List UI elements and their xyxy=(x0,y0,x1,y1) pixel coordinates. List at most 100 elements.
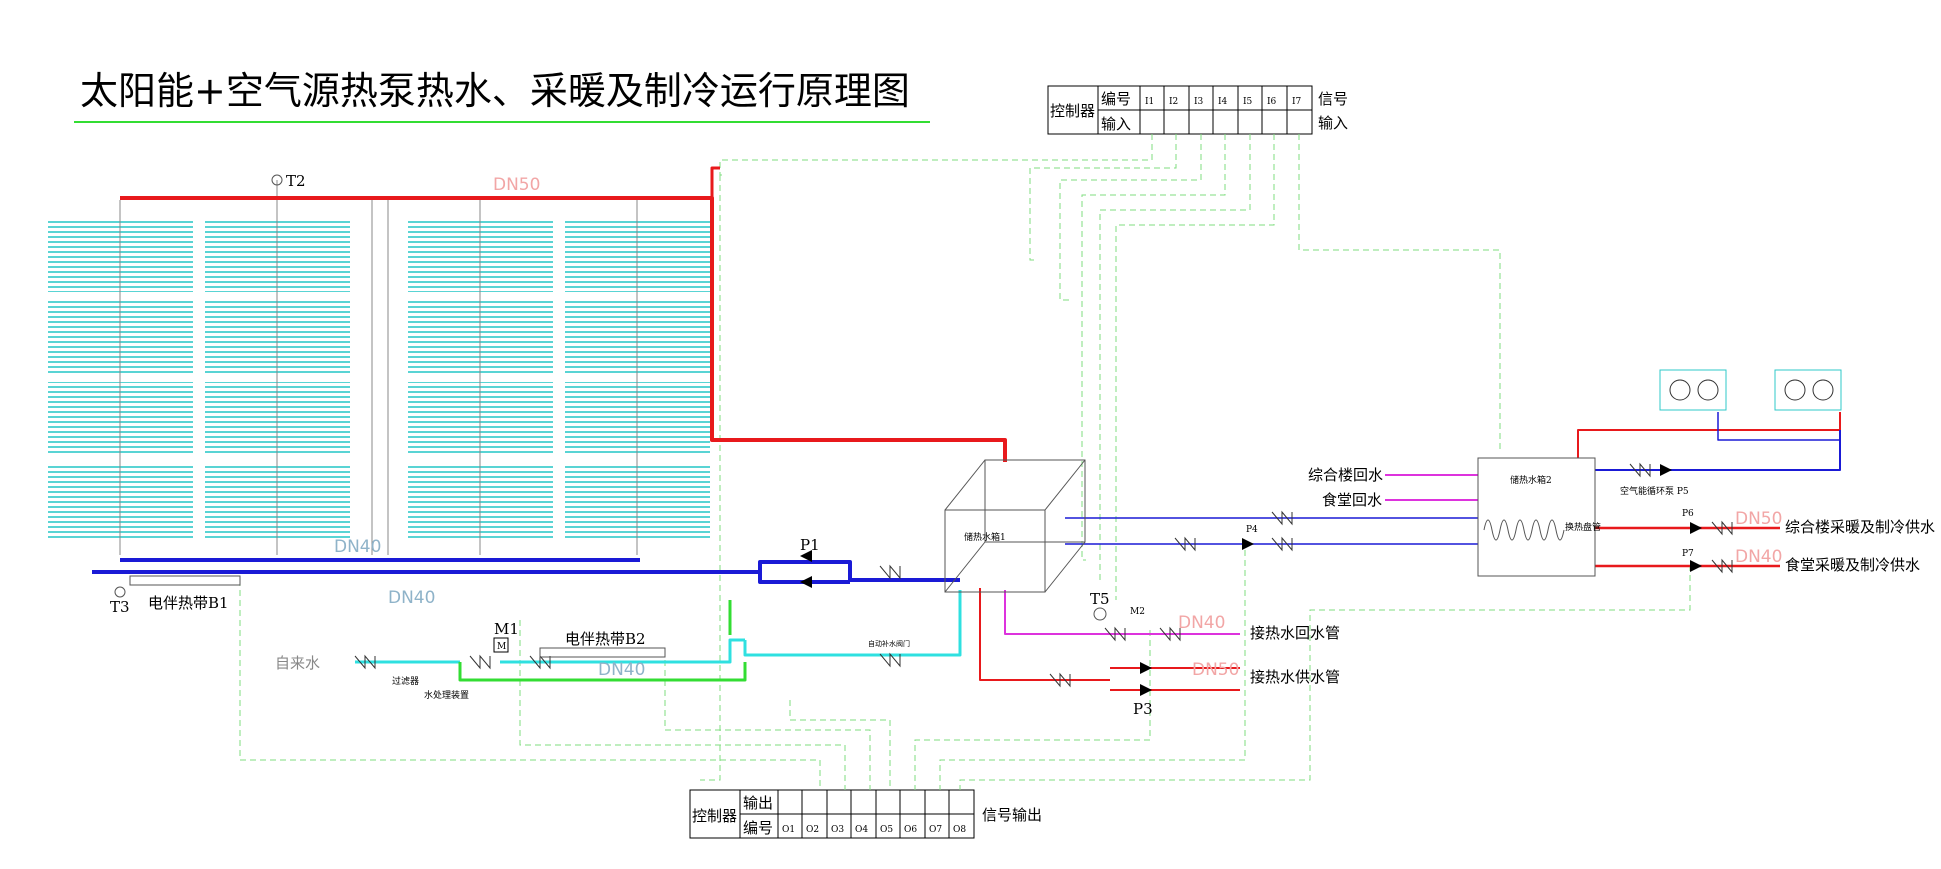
storage-tank-2 xyxy=(1477,457,1596,577)
input-side-label-1: 信号 xyxy=(1318,90,1348,108)
input-side-label-2: 输入 xyxy=(1318,114,1348,132)
return-canteen-label: 食堂回水 xyxy=(1322,491,1382,509)
output-signal-table: 控制器 输出 编号 O1 O2 O3 O4 O5 O6 O7 O8 信号输出 xyxy=(689,789,1042,839)
storage-tank-1 xyxy=(944,459,1086,593)
storage-tank-2-label: 储热水箱2 xyxy=(1510,474,1552,486)
output-channel-o7: O7 xyxy=(929,825,942,835)
valve-icon xyxy=(1174,536,1196,552)
dn40-collector-label: DN40 xyxy=(334,537,381,557)
fan-icon xyxy=(1669,379,1691,401)
valve-icon xyxy=(879,652,901,668)
valve-icon xyxy=(1629,462,1651,478)
diagram-title: 太阳能+空气源热泵热水、采暖及制冷运行原理图 xyxy=(80,69,910,113)
sensor-t2-label: T2 xyxy=(286,172,306,190)
makeup-valve-label: 自动补水阀门 xyxy=(868,639,910,648)
valve-icon xyxy=(1711,558,1733,574)
valve-icon xyxy=(1049,672,1071,688)
input-channel-i2: I2 xyxy=(1169,97,1178,107)
input-channel-i4: I4 xyxy=(1218,97,1228,107)
dn50-supply-label: DN50 xyxy=(1192,660,1239,680)
cold-main-lower xyxy=(758,572,850,584)
input-channel-i3: I3 xyxy=(1194,97,1204,107)
water-treatment-label: 水处理装置 xyxy=(424,689,469,701)
pipework xyxy=(92,166,1841,691)
signal-wiring xyxy=(239,134,1691,790)
valve-icon xyxy=(354,654,376,670)
input-row-input-label: 输入 xyxy=(1101,115,1131,133)
tap-water-pipe xyxy=(355,590,962,664)
fan-icon xyxy=(1812,379,1834,401)
pumps xyxy=(800,464,1702,696)
pump-p3-icon xyxy=(1140,684,1152,696)
dn50-building-label: DN50 xyxy=(1735,509,1782,529)
motor-valve-m1-icon xyxy=(493,637,509,653)
input-signal-table: 控制器 编号 输入 I1 I2 I3 I4 I5 I6 I7 信号 输入 xyxy=(1047,85,1348,135)
motor-valve-m2-label: M2 xyxy=(1130,607,1145,617)
pump-p6-icon xyxy=(1690,522,1702,534)
sensor-t2-icon xyxy=(271,174,283,186)
pump-p1-icon xyxy=(800,576,812,588)
canteen-return-pipe xyxy=(1385,474,1478,501)
valve-icon xyxy=(469,654,491,670)
hot-water-return-pipe xyxy=(1004,590,1240,635)
heat-tape-b2-bar xyxy=(539,647,666,658)
makeup-water-pipe xyxy=(458,662,747,682)
output-row-output-label: 输出 xyxy=(743,794,773,812)
heat-tape-b2-label: 电伴热带B2 xyxy=(565,630,646,648)
solar-collector-array xyxy=(48,180,710,555)
output-channel-o3: O3 xyxy=(831,825,844,835)
supply-canteen-label: 食堂采暖及制冷供水 xyxy=(1785,556,1920,574)
hot-water-return-label: 接热水回水管 xyxy=(1250,624,1340,642)
air-source-heat-pump-right xyxy=(1774,369,1842,411)
sensor-t3-label: T3 xyxy=(110,598,130,616)
pump-p1-label: P1 xyxy=(800,536,820,554)
pump-p7-icon xyxy=(1690,560,1702,572)
valve-icon xyxy=(1271,510,1293,526)
valves xyxy=(354,462,1733,688)
dn40-return-label: DN40 xyxy=(1178,613,1225,633)
sensor-t5-icon xyxy=(1093,607,1107,621)
output-channel-o6: O6 xyxy=(904,825,917,835)
input-channel-i5: I5 xyxy=(1243,97,1253,107)
output-channel-o5: O5 xyxy=(880,825,893,835)
pump-p7-label: P7 xyxy=(1682,549,1694,559)
input-row-number-label: 编号 xyxy=(1101,90,1131,108)
input-channel-i7: I7 xyxy=(1292,97,1302,107)
return-building-label: 综合楼回水 xyxy=(1308,466,1383,484)
pump-p5-label: 空气能循环泵 P5 xyxy=(1620,485,1689,497)
fan-icon xyxy=(1784,379,1806,401)
hot-riser-pipe xyxy=(710,166,720,198)
output-side-label: 信号输出 xyxy=(982,806,1042,824)
pump-p6-label: P6 xyxy=(1682,509,1694,519)
storage-tank-1-label: 储热水箱1 xyxy=(964,531,1006,543)
motor-valve-m1-label: M1 xyxy=(494,620,519,638)
heat-pump-hot-pipe xyxy=(1577,412,1841,458)
output-controller-label: 控制器 xyxy=(692,807,737,825)
pump-p1-icon xyxy=(800,550,812,562)
valve-icon xyxy=(1104,626,1126,642)
output-channel-o8: O8 xyxy=(953,825,966,835)
pump-p4-icon xyxy=(1242,538,1254,550)
pump-p3-icon xyxy=(1140,662,1152,674)
dn40-main-label: DN40 xyxy=(388,588,435,608)
air-source-heat-pump-left xyxy=(1659,369,1727,411)
filter-label: 过滤器 xyxy=(392,675,419,687)
output-channel-o1: O1 xyxy=(782,825,795,835)
heat-pump-return-pipe xyxy=(1595,430,1841,471)
dn40-canteen-label: DN40 xyxy=(1735,547,1782,567)
hot-water-supply-label: 接热水供水管 xyxy=(1250,668,1340,686)
heat-tape-b1-label: 电伴热带B1 xyxy=(148,594,229,612)
pump-p4-label: P4 xyxy=(1246,525,1258,535)
valve-icon xyxy=(1271,536,1293,552)
cold-main-pipe xyxy=(92,560,960,582)
sensor-t3-icon xyxy=(114,586,126,598)
output-row-number-label: 编号 xyxy=(743,819,773,837)
pump-p5-icon xyxy=(1660,464,1672,476)
valve-icon xyxy=(1711,520,1733,536)
motor-valve-m1-glyph: M xyxy=(497,642,506,652)
valve-icon xyxy=(879,564,901,580)
heat-tape-b1-bar xyxy=(129,575,241,586)
heat-pump-link-pipe xyxy=(1717,412,1840,441)
output-channel-o2: O2 xyxy=(806,825,819,835)
